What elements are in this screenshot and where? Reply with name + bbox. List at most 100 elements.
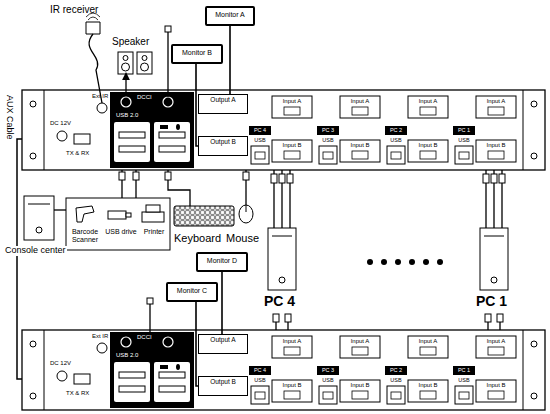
part-label: Input B — [476, 142, 516, 149]
monitor-box: Monitor C — [166, 282, 218, 302]
part-label: PC 3 — [317, 367, 339, 373]
part-label: Input A — [408, 98, 448, 105]
illustration-stroke — [22, 90, 545, 170]
illustration-stroke — [174, 206, 234, 226]
port-label: Output B — [210, 378, 236, 385]
illustration-stroke — [287, 174, 293, 183]
part-label: DCCI — [137, 334, 152, 341]
illustration-stroke — [272, 236, 292, 237]
illustration-stroke — [239, 205, 253, 223]
illustration-stroke — [125, 76, 126, 96]
illustration-stroke — [276, 314, 500, 330]
illustration-stroke — [279, 277, 285, 283]
illustration-stroke — [367, 259, 443, 265]
part-label: PC 1 — [453, 127, 475, 133]
illustration-stroke — [274, 170, 502, 228]
part-label: USB — [251, 377, 269, 383]
monitor-label: Monitor A — [215, 11, 245, 19]
illustration-stroke — [89, 34, 102, 103]
illustration-stroke — [36, 227, 42, 233]
illustration-stroke — [24, 196, 54, 240]
video-cable — [229, 26, 231, 94]
port-label: Output A — [210, 96, 235, 103]
illustration-stroke — [497, 314, 503, 322]
illustration-stroke — [480, 228, 508, 290]
part-label: IR receiver — [50, 4, 98, 15]
part-label: PC 4 — [264, 294, 295, 309]
part-label: Input A — [476, 338, 516, 345]
illustration-stroke — [279, 174, 285, 183]
illustration-stroke — [146, 205, 160, 212]
illustration-stroke — [268, 228, 296, 290]
part-label: Input A — [272, 98, 312, 105]
illustration-stroke — [367, 259, 373, 265]
illustration-stroke — [165, 172, 171, 180]
illustration-stroke — [273, 314, 279, 322]
illustration-stroke — [246, 205, 247, 212]
illustration-stroke — [243, 172, 249, 180]
output-port: Output A — [198, 94, 248, 114]
video-cable — [221, 272, 223, 334]
output-port: Output B — [198, 376, 248, 396]
part-label: Input A — [340, 98, 380, 105]
monitor-box: Monitor D — [196, 252, 248, 272]
part-label: AUX Cable — [4, 95, 14, 140]
part-label: Speaker — [112, 36, 149, 47]
part-label: Barcode Scanner — [68, 228, 102, 243]
illustration-stroke — [165, 26, 171, 32]
part-label: Printer — [140, 228, 168, 236]
part-label: Input A — [340, 338, 380, 345]
part-label: USB 2.0 — [116, 352, 138, 359]
part-label: USB — [251, 137, 269, 143]
illustration-stroke — [285, 314, 291, 322]
part-label: PC 4 — [249, 127, 271, 133]
illustration-stroke — [409, 259, 415, 265]
illustration-stroke — [122, 170, 246, 206]
illustration-stroke — [483, 174, 489, 183]
part-label: PC 2 — [385, 367, 407, 373]
part-label: USB — [455, 377, 473, 383]
illustration-stroke — [108, 211, 126, 219]
part-label: DC 12V — [50, 120, 71, 127]
part-label: PC 3 — [317, 127, 339, 133]
illustration-stroke — [381, 259, 387, 265]
illustration-stroke — [141, 63, 149, 71]
part-label: TX & RX — [66, 390, 89, 397]
part-label: Input B — [476, 382, 516, 389]
illustration-stroke — [66, 198, 170, 250]
part-label: Input B — [272, 142, 312, 149]
output-port: Output A — [198, 334, 248, 354]
illustration-stroke — [54, 209, 66, 210]
part-label: USB — [319, 377, 337, 383]
monitor-box: Monitor B — [171, 44, 223, 64]
port-label: Output A — [210, 336, 235, 343]
part-label: Input B — [272, 382, 312, 389]
part-label: PC 4 — [249, 367, 271, 373]
part-label: Console center — [4, 246, 67, 256]
illustration-stroke — [167, 30, 168, 97]
illustration-stroke — [137, 52, 152, 74]
monitor-label: Monitor C — [177, 287, 207, 295]
part-label: USB — [319, 137, 337, 143]
illustration-stroke — [133, 172, 139, 180]
illustration-stroke — [76, 206, 94, 222]
illustration-stroke — [484, 236, 504, 237]
illustration-stroke — [149, 300, 150, 332]
illustration-stroke — [491, 277, 497, 283]
output-port: Output B — [198, 136, 248, 156]
illustration-stroke — [499, 174, 505, 183]
part-label: USB drive — [104, 228, 138, 236]
illustration-stroke — [147, 298, 153, 304]
part-label: PC 1 — [453, 367, 475, 373]
illustration-stroke — [122, 63, 130, 71]
illustration-stroke — [123, 56, 128, 61]
illustration-stroke — [491, 174, 497, 183]
illustration-stroke — [395, 259, 401, 265]
illustration-stroke — [142, 212, 164, 222]
illustration-stroke — [22, 330, 545, 410]
monitor-label: Monitor B — [182, 49, 212, 57]
monitor-box: Monitor A — [205, 6, 255, 26]
part-label: Input A — [272, 338, 312, 345]
